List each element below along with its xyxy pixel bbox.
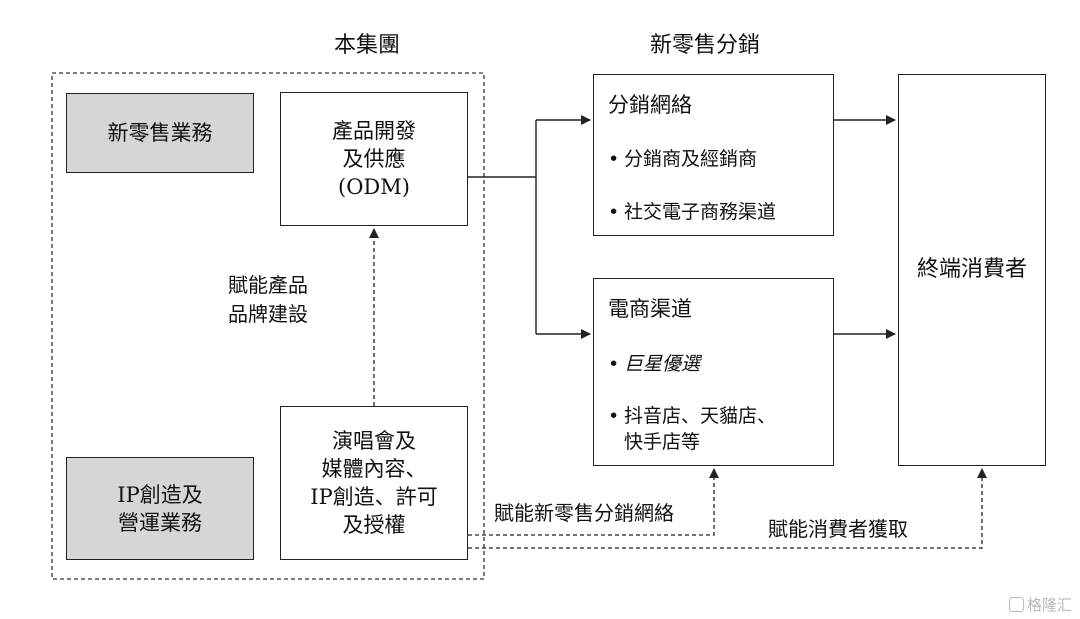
new-retail-business-box: 新零售業務 — [66, 93, 254, 173]
ecommerce-item-platform-stores-line-2: 快手店等 — [624, 431, 701, 453]
concert-media-line-4: 及授權 — [342, 513, 406, 537]
product-dev-line-1: 產品開發 — [332, 119, 416, 143]
distribution-item-dealers-text: 分銷商及經銷商 — [624, 148, 758, 170]
watermark: 格隆汇 — [1008, 594, 1072, 615]
ip-business-line-2: 營運業務 — [118, 510, 202, 535]
empower-product-label-line-1: 賦能產品 — [228, 273, 308, 297]
retail-header: 新零售分銷 — [650, 33, 761, 58]
bullet-dot: • — [608, 148, 620, 170]
product-dev-line-3: (ODM) — [338, 175, 410, 199]
empower-consumer-label: 賦能消費者獲取 — [768, 517, 908, 541]
end-consumer-label: 終端消費者 — [916, 257, 1027, 282]
watermark-logo-icon — [1008, 597, 1024, 612]
empower-product-label-line-2: 品牌建設 — [228, 302, 308, 326]
distribution-network-title: 分銷網絡 — [608, 93, 692, 117]
concert-media-box: 演唱會及 媒體內容、 IP創造、許可 及授權 — [280, 406, 468, 560]
empower-network-label: 賦能新零售分銷網絡 — [494, 501, 674, 525]
concert-media-line-3: IP創造、許可 — [310, 485, 438, 509]
ecommerce-channels-title: 電商渠道 — [608, 297, 692, 321]
distribution-network-box: 分銷網絡 •分銷商及經銷商 •社交電子商務渠道 — [593, 74, 834, 236]
end-consumer-box: 終端消費者 — [898, 74, 1046, 466]
group-header: 本集團 — [334, 33, 401, 58]
arrow-empower-network — [468, 468, 719, 536]
product-dev-box: 產品開發 及供應 (ODM) — [280, 92, 468, 226]
ecommerce-item-platform-stores-line-1: 抖音店、天貓店、 — [624, 405, 777, 427]
ecommerce-channels-box: 電商渠道 •巨星優選 •抖音店、天貓店、 快手店等 — [593, 278, 834, 466]
arrow-empower-consumer — [468, 468, 987, 549]
bullet-dot: • — [608, 405, 620, 427]
ecommerce-item-platform-stores: •抖音店、天貓店、 快手店等 — [608, 403, 776, 455]
watermark-text: 格隆汇 — [1026, 596, 1072, 614]
distribution-item-social-ecommerce-text: 社交電子商務渠道 — [624, 201, 777, 223]
ecommerce-item-superstar-select-text: 巨星優選 — [624, 353, 701, 375]
distribution-item-social-ecommerce: •社交電子商務渠道 — [608, 199, 776, 225]
bullet-dot: • — [608, 201, 620, 223]
product-dev-line-2: 及供應 — [342, 147, 406, 171]
new-retail-business-label: 新零售業務 — [107, 121, 213, 145]
ip-business-box: IP創造及 營運業務 — [66, 457, 254, 560]
ecommerce-item-superstar-select: •巨星優選 — [608, 351, 700, 377]
ip-business-line-1: IP創造及 — [117, 482, 203, 507]
bullet-dot: • — [608, 353, 620, 375]
concert-media-line-1: 演唱會及 — [332, 429, 416, 453]
concert-media-line-2: 媒體內容、 — [321, 457, 427, 481]
distribution-item-dealers: •分銷商及經銷商 — [608, 146, 757, 172]
